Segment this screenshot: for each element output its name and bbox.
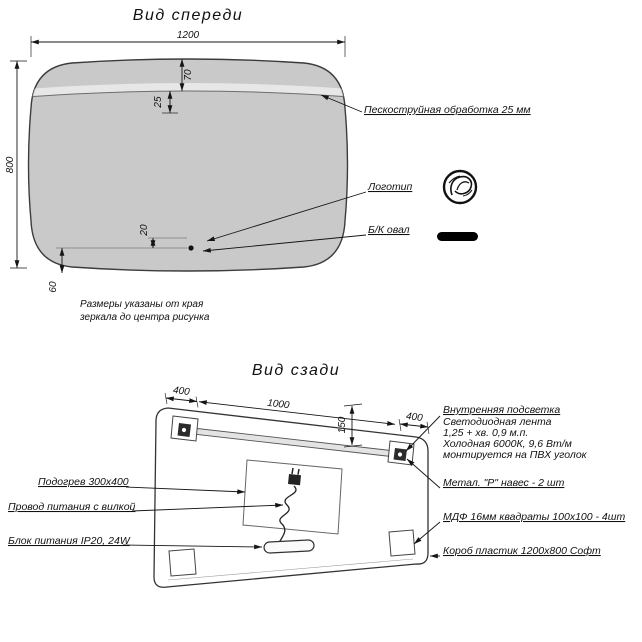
- sandblast-label: Пескоструйная обработка 25 мм: [364, 104, 531, 116]
- logo-monogram: [450, 175, 473, 196]
- oval-swatch: [437, 232, 478, 241]
- plug-prong: [291, 467, 294, 475]
- back-view-title: Вид сзади: [252, 362, 340, 379]
- leader-line: [320, 94, 363, 113]
- plug-body: [288, 474, 301, 486]
- mdf-square-bottom-left: [168, 548, 197, 577]
- note-line-2: зеркала до центра рисунка: [79, 312, 210, 323]
- leader-line: [406, 458, 441, 489]
- extension-line: [398, 418, 402, 432]
- cord-note: Провод питания с вилкой: [8, 501, 284, 513]
- sandblast-band-group: [28, 83, 348, 98]
- note-line-1: Размеры указаны от края: [80, 299, 204, 310]
- oval-note: Б/К овал: [202, 224, 410, 253]
- logo-note: Логотип: [206, 181, 413, 242]
- led-spec-line-1: Светодиодная лента: [443, 416, 552, 428]
- leader-line: [122, 544, 263, 550]
- dimension-value-back-right: 400: [405, 411, 423, 424]
- dimension-back-right-400: 400: [398, 411, 430, 435]
- leader-line: [413, 521, 441, 545]
- mdf-label: МДФ 16мм квадраты 100х100 - 4шт: [443, 511, 625, 523]
- leader-line: [206, 191, 367, 242]
- heater-note: Подогрев 300х400: [38, 476, 246, 495]
- front-view-title: Вид спереди: [133, 7, 243, 24]
- backlight-note: Внутренняя подсветка Светодиодная лента …: [405, 404, 588, 461]
- logo-label: Логотип: [367, 181, 413, 193]
- hanger-label: Метал. "Р" навес - 2 шт: [443, 477, 565, 489]
- cord-line: [278, 485, 297, 548]
- logo-monogram-flourish: [456, 181, 470, 191]
- box-label: Короб пластик 1200х800 Софт: [443, 545, 601, 557]
- power-supply: [263, 539, 315, 554]
- hanger-left: [177, 423, 191, 437]
- dimension-value-25: 25: [153, 96, 164, 109]
- front-view: Вид спереди 1200 800 70: [5, 7, 531, 323]
- dimension-sensor-offset-20: 20: [139, 224, 187, 249]
- dimension-value-70: 70: [183, 69, 194, 81]
- logo-mark: [442, 169, 478, 205]
- power-cord: [278, 467, 301, 548]
- hanger-hole: [397, 452, 403, 457]
- sandblast-band: [28, 83, 348, 97]
- dimension-line: [165, 396, 198, 404]
- leader-line: [125, 486, 246, 495]
- panel-bottom-inner-line: [167, 558, 414, 581]
- dimension-value-back-center: 1000: [267, 398, 291, 412]
- extension-line: [195, 396, 199, 408]
- heater-label: Подогрев 300х400: [38, 476, 129, 488]
- dimension-back-center-1000: 1000: [198, 398, 396, 426]
- box-note: Короб пластик 1200х800 Софт: [429, 545, 601, 559]
- leader-line: [131, 502, 284, 512]
- dimension-value-height: 800: [5, 156, 16, 173]
- backlight-label: Внутренняя подсветка: [443, 404, 560, 416]
- back-view: Вид сзади: [8, 362, 625, 588]
- plug-prong: [297, 468, 300, 475]
- dimension-value-width: 1200: [177, 30, 200, 41]
- dimension-top-offset-70: 70: [179, 58, 194, 92]
- dimension-value-back-vertical: 150: [337, 416, 348, 433]
- oval-label: Б/К овал: [368, 224, 410, 236]
- hanger-hole: [181, 427, 187, 433]
- dimension-line: [399, 422, 429, 429]
- dimension-bottom-offset-60: 60: [48, 247, 146, 293]
- dimension-line: [198, 400, 396, 426]
- dimension-strip-25: 25: [153, 90, 178, 114]
- dimension-back-left-400: 400: [164, 385, 199, 408]
- dimension-value-back-left: 400: [172, 385, 190, 398]
- logo-circle: [442, 169, 478, 205]
- sensor-oval-dot: [188, 245, 194, 251]
- extension-line: [343, 444, 363, 448]
- leader-line: [202, 234, 367, 253]
- psu-note: Блок питания IP20, 24W: [8, 535, 263, 550]
- led-spec-line-2: 1,25 + хв. 0,9 м.п.: [443, 427, 528, 439]
- sandblast-note: Пескоструйная обработка 25 мм: [320, 94, 531, 116]
- cord-label: Провод питания с вилкой: [8, 501, 136, 513]
- mdf-square-bottom-right: [388, 529, 416, 557]
- dimension-width-1200: 1200: [30, 30, 346, 57]
- mirror-shape: [27, 58, 349, 272]
- led-spec-line-4: монтируется на ПВХ уголок: [443, 449, 588, 461]
- hanger-right: [393, 448, 407, 461]
- extension-line: [343, 403, 363, 407]
- psu-label: Блок питания IP20, 24W: [8, 535, 131, 547]
- hanger-note: Метал. "Р" навес - 2 шт: [406, 458, 565, 489]
- led-spec-line-3: Холодная 6000К, 9,6 Вт/м: [442, 438, 572, 450]
- heater-area: [242, 459, 343, 535]
- dimension-value-20: 20: [139, 224, 150, 237]
- dimension-back-vertical-150: 150: [337, 403, 363, 448]
- mdf-note: МДФ 16мм квадраты 100х100 - 4шт: [413, 511, 625, 545]
- sandblast-band-line: [28, 90, 348, 98]
- logo-monogram-flourish: [462, 189, 473, 197]
- dimension-value-60: 60: [48, 281, 59, 293]
- logo-monogram-flourish: [448, 175, 461, 184]
- dimension-height-800: 800: [5, 60, 27, 269]
- dimension-note: Размеры указаны от края зеркала до центр…: [79, 299, 210, 323]
- leader-line: [405, 415, 441, 452]
